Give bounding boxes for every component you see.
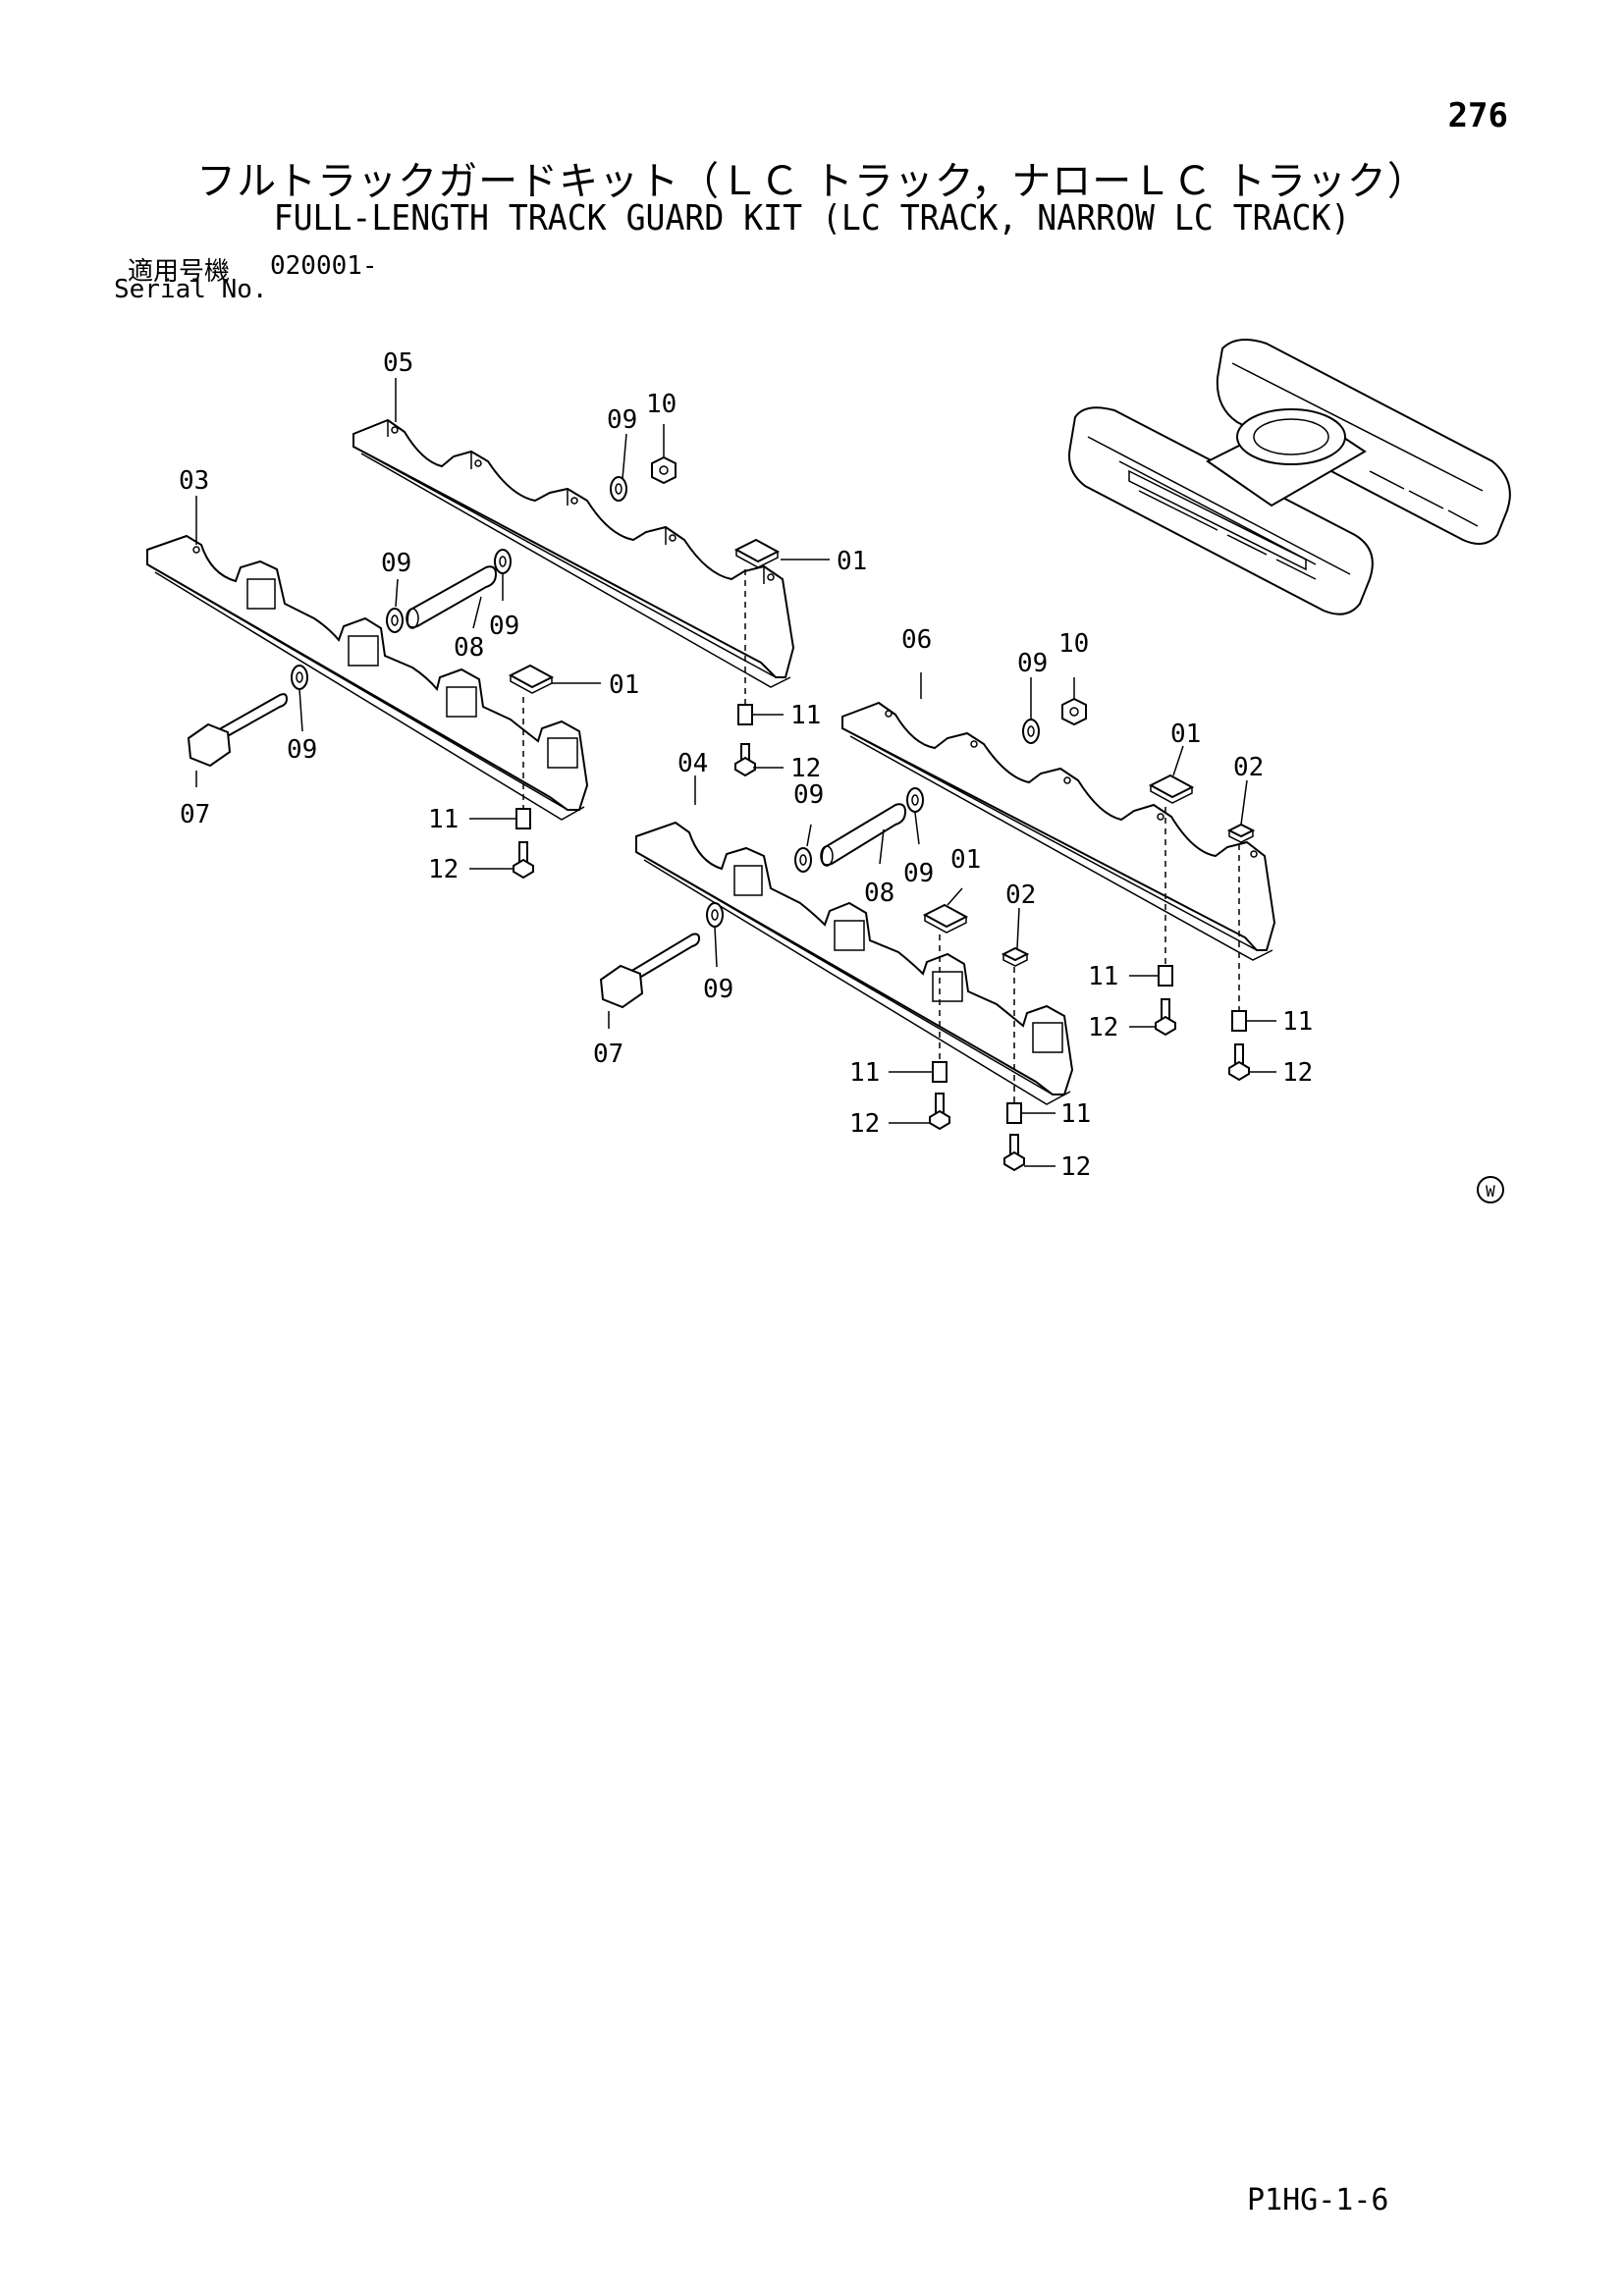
callout-12: 12 <box>1282 1058 1313 1088</box>
callout-09: 09 <box>287 735 317 765</box>
leader-lines <box>195 378 1276 1167</box>
pin-08-b <box>820 803 907 867</box>
guard-03-illustration <box>146 534 589 821</box>
plate-group <box>508 538 1256 967</box>
callout-10: 10 <box>1058 629 1089 659</box>
callout-12: 12 <box>428 855 459 884</box>
pin-08-a <box>406 565 498 629</box>
callout-10: 10 <box>646 390 677 419</box>
callout-labels: 05 03 09 10 09 09 08 01 01 09 07 11 12 1… <box>179 348 1313 1182</box>
page-number: 276 <box>1447 96 1508 135</box>
circled-w-mark: W <box>1477 1176 1504 1203</box>
collar-bolt-group <box>513 704 1250 1172</box>
callout-12: 12 <box>1088 1013 1118 1042</box>
callout-08: 08 <box>454 633 484 663</box>
callout-09: 09 <box>793 780 824 810</box>
callout-09: 09 <box>381 549 411 578</box>
callout-06: 06 <box>901 625 932 655</box>
mark-letter: W <box>1486 1182 1495 1201</box>
callout-12: 12 <box>790 754 821 783</box>
callout-11: 11 <box>1060 1099 1091 1129</box>
callout-07: 07 <box>180 800 210 829</box>
serial-value: 020001- <box>270 251 378 281</box>
callout-09: 09 <box>703 975 733 1004</box>
callout-02: 02 <box>1233 753 1264 782</box>
callout-12: 12 <box>849 1109 880 1139</box>
bolt-07-b <box>599 933 701 1009</box>
callout-05: 05 <box>383 348 413 378</box>
title-japanese: フルトラックガードキット（ＬＣ トラック，ナローＬＣ トラック） <box>196 159 1428 204</box>
guard-05-illustration <box>352 418 795 688</box>
footer-code: P1HG-1-6 <box>1247 2183 1389 2217</box>
callout-08: 08 <box>864 879 894 908</box>
callout-11: 11 <box>1088 962 1118 991</box>
parts-diagram: 05 03 09 10 09 09 08 01 01 09 07 11 12 1… <box>146 339 1511 1203</box>
guard-06-illustration <box>841 701 1276 961</box>
callout-09: 09 <box>489 612 519 641</box>
bolt-07-a <box>187 693 289 768</box>
callout-11: 11 <box>849 1058 880 1088</box>
callout-01: 01 <box>609 670 639 700</box>
callout-02: 02 <box>1005 881 1036 910</box>
callout-09: 09 <box>1017 649 1048 678</box>
title-english: FULL-LENGTH TRACK GUARD KIT (LC TRACK, N… <box>273 198 1351 239</box>
callout-09: 09 <box>903 859 934 888</box>
washer-group <box>291 476 1040 928</box>
guard-04-illustration <box>635 821 1074 1105</box>
callout-01: 01 <box>950 845 981 875</box>
callout-12: 12 <box>1060 1152 1091 1182</box>
assembly-lines <box>522 569 1240 1103</box>
callout-11: 11 <box>790 701 821 730</box>
serial-label-english: Serial No. <box>114 275 268 304</box>
callout-09: 09 <box>607 405 637 435</box>
undercarriage-illustration <box>1068 339 1511 615</box>
callout-07: 07 <box>593 1040 623 1069</box>
callout-11: 11 <box>428 805 459 834</box>
callout-03: 03 <box>179 466 209 496</box>
callout-01: 01 <box>837 547 867 576</box>
callout-11: 11 <box>1282 1007 1313 1037</box>
serial-label-japanese: 適用号機 <box>128 257 231 287</box>
callout-04: 04 <box>677 749 708 778</box>
callout-01: 01 <box>1170 720 1201 749</box>
